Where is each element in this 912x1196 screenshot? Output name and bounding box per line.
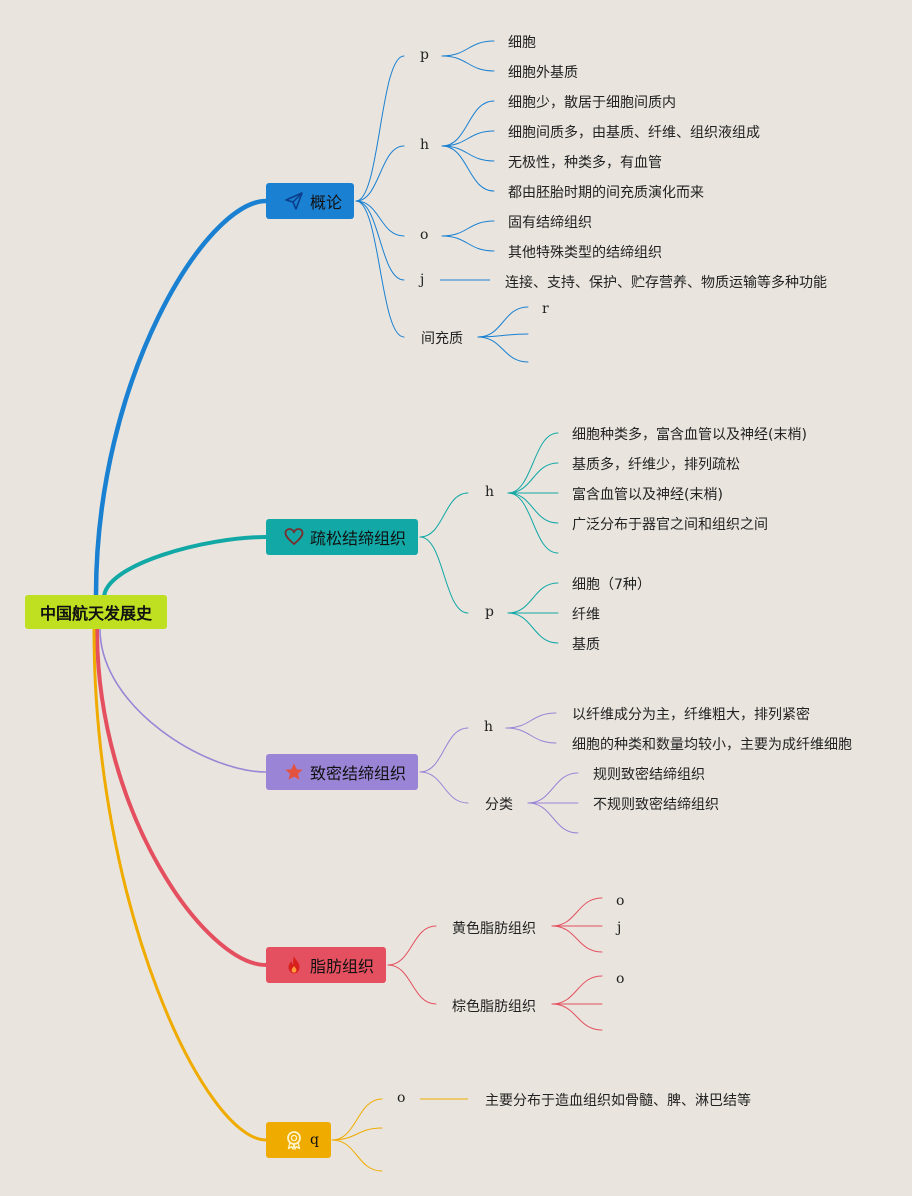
star-icon [284,762,304,782]
branch-label: 脂肪组织 [310,957,375,976]
leaf-connector [527,772,579,804]
subtopic-jianchongzhi[interactable]: 间充质 [421,331,463,347]
branch-connector [419,727,469,773]
root-connector [95,627,268,967]
leaf-text[interactable]: 固有结缔组织 [508,215,592,231]
branch-connector [387,925,437,966]
branch-dense-connective-tissue[interactable]: 致密结缔组织 [266,754,419,790]
leaf-connector [551,925,603,953]
leaf-connector [441,40,495,57]
branch-gailun[interactable]: 概论 [266,183,355,219]
leaf-text[interactable]: 主要分布于造血组织如骨髓、脾、淋巴结等 [485,1093,751,1109]
leaf-connector [507,492,559,554]
leaf-text[interactable]: 细胞种类多，富含血管以及神经(末梢) [572,427,807,443]
branch-connector [355,200,405,338]
subtopic-h[interactable]: h [420,137,430,153]
leaf-connector [441,220,495,237]
branch-connector [331,1098,383,1141]
leaf-text[interactable]: o [616,893,625,909]
branch-label: 疏松结缔组织 [310,529,407,548]
branch-connector [331,1127,383,1141]
send-icon [284,191,304,211]
leaf-text[interactable]: j [617,920,622,936]
leaf-text[interactable]: 细胞（7种） [572,577,651,593]
leaf-text[interactable]: o [616,971,625,987]
leaf-connector [441,235,495,252]
leaf-text[interactable]: 广泛分布于器官之间和组织之间 [572,517,768,533]
branch-connector [419,492,469,538]
award-icon [284,1130,304,1150]
branch-connector [419,771,469,804]
leaf-text[interactable]: 连接、支持、保护、贮存营养、物质运输等多种功能 [505,275,827,291]
leaf-text[interactable]: 纤维 [572,607,600,623]
subtopic-h[interactable]: h [485,484,495,500]
leaf-text[interactable]: 无极性，种类多，有血管 [508,155,662,171]
branch-adipose-tissue[interactable]: 脂肪组织 [266,947,387,983]
leaf-connector [441,100,495,147]
branch-q[interactable]: q [266,1122,331,1158]
root-connector [99,628,267,773]
leaf-text[interactable]: r [542,301,549,317]
leaf-connector [551,897,603,927]
subtopic-o[interactable]: o [397,1090,406,1106]
leaf-connector [507,462,559,494]
leaf-text[interactable]: 细胞少，散居于细胞间质内 [508,95,676,111]
leaf-connector [477,336,529,363]
leaf-connector [507,492,559,524]
leaf-text[interactable]: 富含血管以及神经(末梢) [572,487,723,503]
leaf-text[interactable]: 规则致密结缔组织 [593,767,705,783]
leaf-connector [441,145,495,162]
branch-connector [419,536,469,614]
subtopic-p[interactable]: p [485,604,494,620]
leaf-text[interactable]: 细胞的种类和数量均较小，主要为成纤维细胞 [572,737,852,753]
heart-icon [284,527,304,547]
branch-connector [355,145,405,202]
root-connector [93,198,269,598]
branch-loose-connective-tissue[interactable]: 疏松结缔组织 [266,519,419,555]
branch-connector [355,200,405,237]
leaf-connector [551,975,603,1005]
leaf-text[interactable]: 细胞外基质 [508,65,578,81]
leaf-text[interactable]: 都由胚胎时期的间充质演化而来 [508,185,704,201]
branch-label: q [310,1132,319,1148]
fire-icon [284,955,304,975]
leaf-text[interactable]: 基质 [572,637,600,653]
leaf-connector [527,802,579,834]
subtopic-yellow-adipose[interactable]: 黄色脂肪组织 [452,921,536,937]
branch-label: 致密结缔组织 [310,764,407,783]
leaf-connector [477,333,529,338]
root-connector [102,535,268,600]
leaf-text[interactable]: 不规则致密结缔组织 [593,797,719,813]
root-topic[interactable]: 中国航天发展史 [25,595,167,629]
subtopic-o[interactable]: o [420,227,429,243]
leaf-connector [507,612,559,644]
subtopic-classification[interactable]: 分类 [485,797,513,813]
leaf-text[interactable]: 细胞 [508,35,536,51]
branch-connector [355,55,405,202]
subtopic-j[interactable]: j [420,272,425,288]
leaf-text[interactable]: 细胞间质多，由基质、纤维、组织液组成 [508,125,760,141]
leaf-connector [441,145,495,192]
leaf-text[interactable]: 其他特殊类型的结缔组织 [508,245,662,261]
leaf-connector [507,582,559,614]
leaf-connector [441,55,495,72]
branch-connector [387,964,437,1005]
branch-connector [355,200,405,281]
leaf-text[interactable]: 以纤维成分为主，纤维粗大，排列紧密 [572,707,810,723]
subtopic-brown-adipose[interactable]: 棕色脂肪组织 [452,999,536,1015]
branch-connector [331,1139,383,1172]
root-connector [92,627,268,1142]
leaf-connector [551,1003,603,1031]
leaf-connector [477,306,529,338]
branch-label: 概论 [310,193,343,212]
leaf-connector [441,130,495,147]
subtopic-h[interactable]: h [484,719,494,735]
leaf-text[interactable]: 基质多，纤维少，排列疏松 [572,457,740,473]
leaf-connector [507,432,559,494]
subtopic-p[interactable]: p [420,47,429,63]
leaf-connector [505,727,557,744]
leaf-connector [505,712,557,729]
